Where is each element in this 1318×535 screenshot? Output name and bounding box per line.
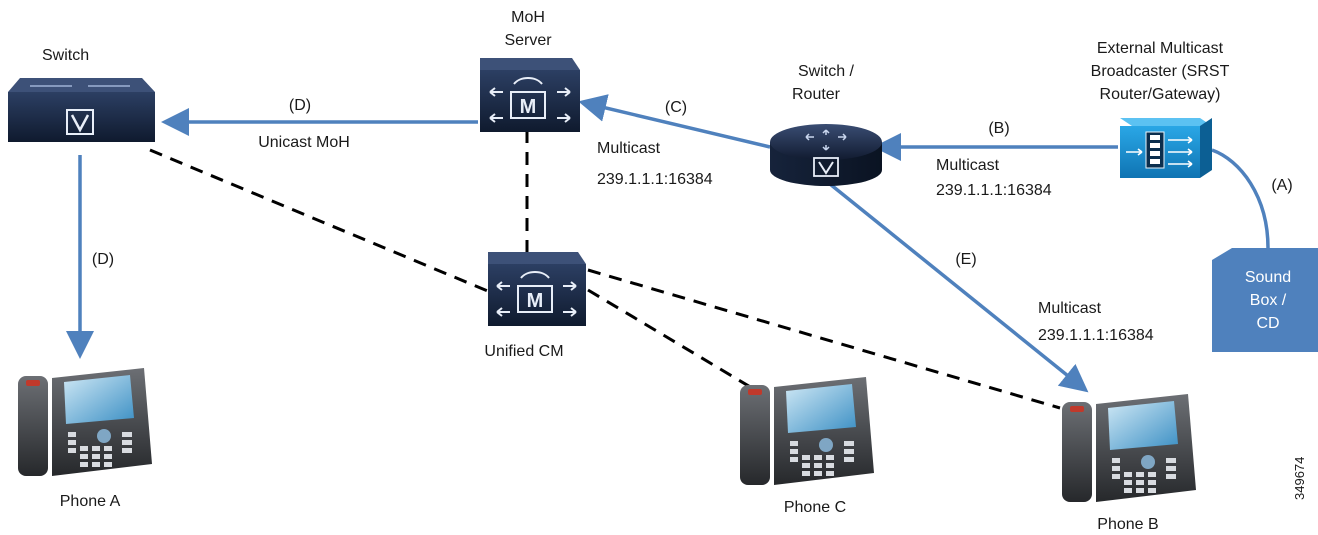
ip-phone-icon <box>18 368 152 476</box>
broadcaster-label-line1: External Multicast <box>1097 40 1224 57</box>
multicast-broadcaster-icon <box>1120 118 1212 178</box>
arrow-e-router-to-phone-b <box>818 174 1089 393</box>
ip-phone-icon <box>740 377 874 485</box>
broadcaster-device: External Multicast Broadcaster (SRST Rou… <box>1091 40 1230 178</box>
unified-cm-icon: M <box>488 252 586 326</box>
switch-label: Switch <box>42 47 89 64</box>
link-switch-to-unified-cm <box>149 148 491 294</box>
sound-box-label-line1: Sound <box>1245 269 1291 286</box>
link-c-text-line1: Multicast <box>597 140 661 157</box>
svg-text:M: M <box>520 96 537 118</box>
link-unified-cm-to-phone-c <box>587 288 753 390</box>
router-icon <box>770 124 882 186</box>
flow-arrows <box>66 94 1270 393</box>
link-a-tag: (A) <box>1271 177 1292 194</box>
phone-c-label: Phone C <box>784 499 846 516</box>
switch-icon <box>8 78 155 142</box>
router-device: Switch / Router <box>770 63 882 186</box>
moh-server-label-line2: Server <box>504 32 552 49</box>
link-c-tag: (C) <box>665 99 687 116</box>
sound-box-device: Sound Box / CD <box>1212 248 1318 352</box>
link-b-tag: (B) <box>988 120 1009 137</box>
link-b-text-line1: Multicast <box>936 157 1000 174</box>
link-e-tag: (E) <box>955 251 976 268</box>
unified-cm-label: Unified CM <box>484 343 563 360</box>
sound-box-label-line3: CD <box>1256 315 1279 332</box>
phone-a-label: Phone A <box>60 493 121 510</box>
svg-text:M: M <box>527 290 544 312</box>
moh-server-label-line1: MoH <box>511 9 545 26</box>
sound-box-icon <box>1212 248 1318 352</box>
link-d-vertical-tag: (D) <box>92 251 114 268</box>
router-label-line1: Switch / <box>798 63 855 80</box>
broadcaster-label-line2: Broadcaster (SRST <box>1091 63 1230 80</box>
phone-b-device: Phone B <box>1062 394 1196 533</box>
switch-device: Switch <box>8 47 155 142</box>
link-e-text-line2: 239.1.1.1:16384 <box>1038 327 1154 344</box>
phone-a-device: Phone A <box>18 368 152 510</box>
moh-server-device: MoH Server M <box>480 9 580 132</box>
moh-server-icon: M <box>480 58 580 132</box>
link-unified-cm-to-phone-b <box>587 268 1061 410</box>
link-c-text-line2: 239.1.1.1:16384 <box>597 171 713 188</box>
link-e-text-line1: Multicast <box>1038 300 1102 317</box>
arrow-c-router-to-moh-server <box>578 94 771 149</box>
link-labels: (D) Unicast MoH (D) (C) Multicast 239.1.… <box>92 97 1293 344</box>
router-label-line2: Router <box>792 86 841 103</box>
unified-cm-device: M Unified CM <box>484 252 586 360</box>
phone-c-device: Phone C <box>740 377 874 516</box>
broadcaster-label-line3: Router/Gateway) <box>1100 86 1221 103</box>
dashed-links <box>149 130 1061 410</box>
ip-phone-icon <box>1062 394 1196 502</box>
sound-box-label-line2: Box / <box>1250 292 1287 309</box>
link-d-horizontal-text: Unicast MoH <box>258 134 350 151</box>
arrow-a-sound-box-to-broadcaster <box>1211 148 1270 249</box>
phone-b-label: Phone B <box>1097 516 1158 533</box>
link-b-text-line2: 239.1.1.1:16384 <box>936 182 1052 199</box>
figure-id: 349674 <box>1292 457 1307 500</box>
link-d-horizontal-tag: (D) <box>289 97 311 114</box>
